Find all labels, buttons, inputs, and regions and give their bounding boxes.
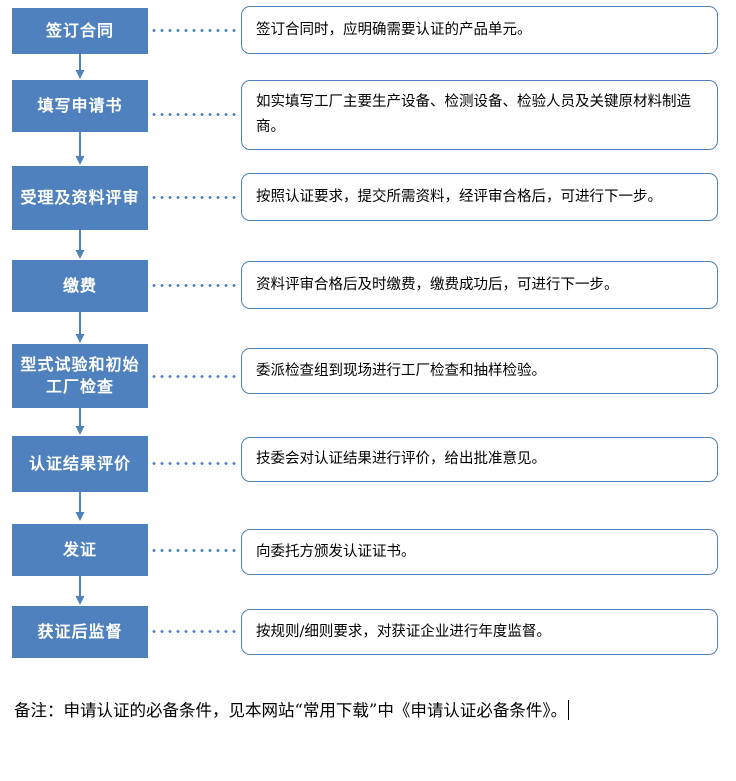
flow-step-label-5: 型式试验和初始工厂检查 [20, 355, 140, 396]
flow-desc-text-6: 技委会对认证结果进行评价，给出批准意见。 [256, 451, 546, 468]
flow-step-label-4: 缴费 [62, 276, 97, 296]
flow-step-label-8: 获证后监督 [37, 622, 123, 642]
flow-step-box-8[interactable]: 获证后监督 [12, 606, 148, 658]
flow-connector-3 [150, 196, 238, 199]
flow-step-label-1: 签订合同 [45, 21, 114, 41]
flow-desc-text-4: 资料评审合格后及时缴费，缴费成功后，可进行下一步。 [256, 276, 619, 293]
flow-desc-box-3: 按照认证要求，提交所需资料，经评审合格后，可进行下一步。 [241, 173, 718, 221]
flow-step-box-7[interactable]: 发证 [12, 524, 148, 576]
flow-desc-box-2: 如实填写工厂主要生产设备、检测设备、检验人员及关键原材料制造商。 [241, 80, 718, 150]
flow-arrow-7 [75, 576, 85, 605]
diagram-note: 备注：申请认证的必备条件，见本网站“常用下载”中《申请认证必备条件》。 [14, 694, 714, 727]
flow-desc-box-6: 技委会对认证结果进行评价，给出批准意见。 [241, 437, 718, 482]
flow-desc-text-5: 委派检查组到现场进行工厂检查和抽样检验。 [256, 362, 546, 379]
flow-arrow-1 [75, 54, 85, 79]
flow-step-box-3[interactable]: 受理及资料评审 [12, 166, 148, 230]
flow-step-box-6[interactable]: 认证结果评价 [12, 436, 148, 492]
flow-desc-text-2: 如实填写工厂主要生产设备、检测设备、检验人员及关键原材料制造商。 [256, 94, 691, 135]
flow-desc-box-7: 向委托方颁发认证证书。 [241, 529, 718, 575]
flow-connector-4 [150, 284, 238, 287]
flow-connector-1 [150, 29, 238, 32]
flow-arrow-4 [75, 312, 85, 343]
flow-step-label-7: 发证 [62, 540, 97, 560]
flow-connector-6 [150, 462, 238, 465]
flow-arrow-6 [75, 492, 85, 521]
flow-step-box-2[interactable]: 填写申请书 [12, 80, 148, 132]
flow-arrow-2 [75, 132, 85, 165]
flow-step-label-2: 填写申请书 [37, 96, 123, 116]
flow-step-label-3: 受理及资料评审 [20, 188, 140, 208]
flow-connector-8 [150, 630, 238, 633]
diagram-note-text: 备注：申请认证的必备条件，见本网站“常用下载”中《申请认证必备条件》。 [14, 701, 568, 720]
flow-desc-box-8: 按规则/细则要求，对获证企业进行年度监督。 [241, 609, 718, 655]
flow-desc-text-8: 按规则/细则要求，对获证企业进行年度监督。 [256, 623, 551, 640]
flow-desc-text-3: 按照认证要求，提交所需资料，经评审合格后，可进行下一步。 [256, 188, 662, 205]
flow-step-box-4[interactable]: 缴费 [12, 260, 148, 312]
flow-desc-box-4: 资料评审合格后及时缴费，缴费成功后，可进行下一步。 [241, 261, 718, 309]
flow-desc-box-5: 委派检查组到现场进行工厂检查和抽样检验。 [241, 348, 718, 394]
flow-connector-2 [150, 113, 238, 116]
flow-connector-7 [150, 549, 238, 552]
text-cursor [568, 700, 570, 720]
flow-desc-text-1: 签订合同时，应明确需要认证的产品单元。 [256, 21, 532, 38]
flow-connector-5 [150, 375, 238, 378]
flow-step-box-1[interactable]: 签订合同 [12, 8, 148, 54]
flow-step-label-6: 认证结果评价 [28, 454, 131, 474]
flow-desc-box-1: 签订合同时，应明确需要认证的产品单元。 [241, 6, 718, 54]
flow-arrow-5 [75, 408, 85, 435]
flow-arrow-3 [75, 230, 85, 259]
flow-step-box-5[interactable]: 型式试验和初始工厂检查 [12, 344, 148, 408]
flow-desc-text-7: 向委托方颁发认证证书。 [256, 543, 416, 560]
